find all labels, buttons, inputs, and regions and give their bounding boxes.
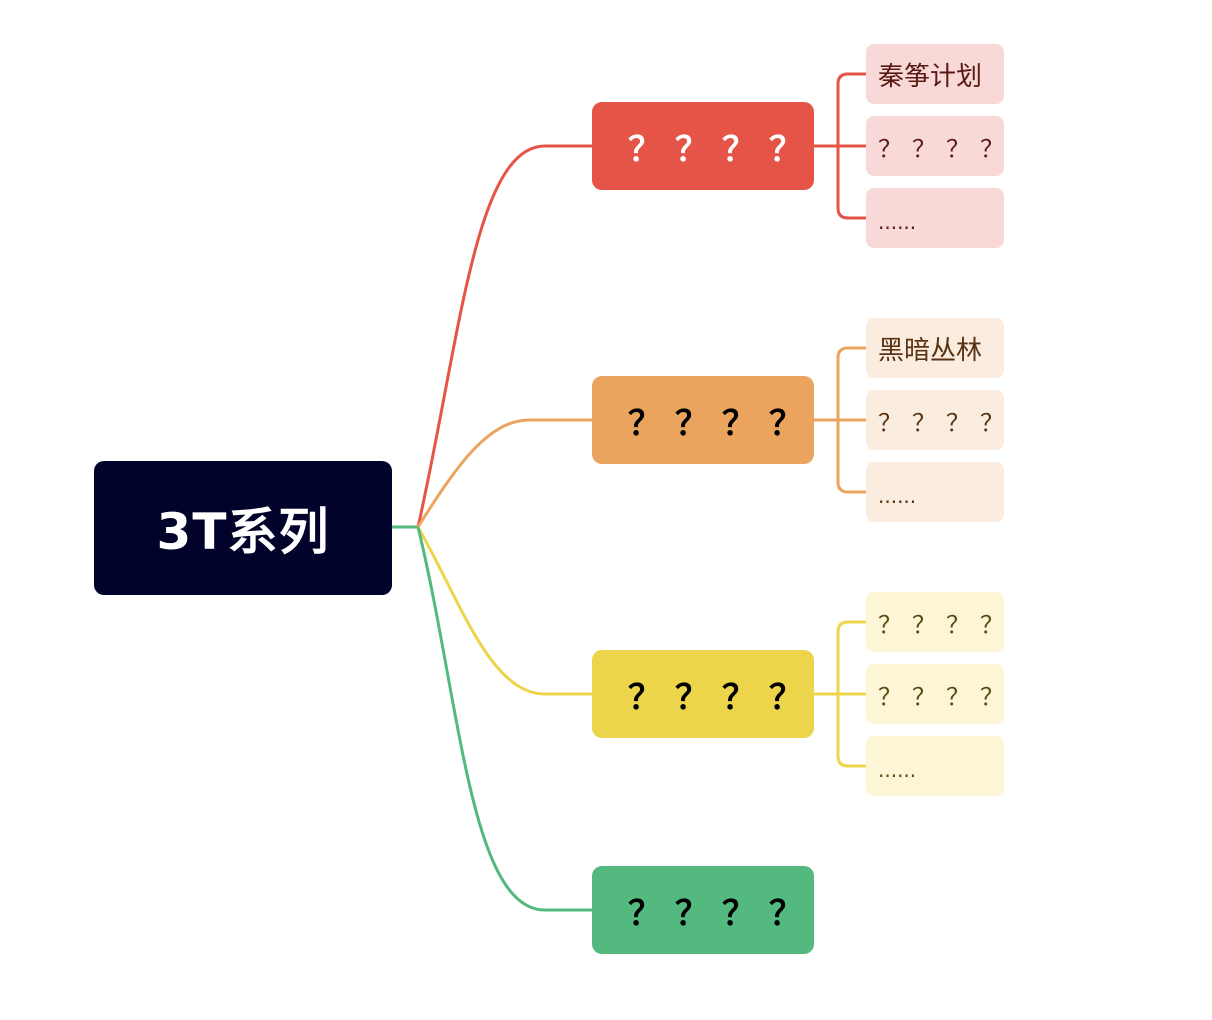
leaf-node[interactable]: ？？？？ <box>866 592 1004 652</box>
leaf-node[interactable]: 秦筝计划 <box>866 44 1004 104</box>
leaf-node[interactable]: 黑暗丛林 <box>866 318 1004 378</box>
leaf-node[interactable]: ...... <box>866 188 1004 248</box>
root-label: 3T系列 <box>156 503 330 561</box>
leaf-node[interactable]: ？？？？ <box>866 390 1004 450</box>
leaf-connectors-3 <box>814 620 866 768</box>
leaf-label: ？？？？ <box>878 610 1014 639</box>
leaf-label: ...... <box>878 210 917 234</box>
leaf-label: ...... <box>878 484 917 508</box>
branch-label: ？？？？ <box>628 403 816 444</box>
leaf-label: ？？？？ <box>878 408 1014 437</box>
leaf-node[interactable]: ...... <box>866 462 1004 522</box>
leaf-node[interactable]: ？？？？ <box>866 116 1004 176</box>
leaf-label: ...... <box>878 758 917 782</box>
branch-label: ？？？？ <box>628 893 816 934</box>
leaf-node[interactable]: ...... <box>866 736 1004 796</box>
branch-node-3[interactable]: ？？？？ <box>592 650 814 738</box>
branch-node-1[interactable]: ？？？？ <box>592 102 814 190</box>
leaf-label: 秦筝计划 <box>878 61 983 92</box>
leaf-connectors-1 <box>814 72 866 220</box>
leaf-label: 黑暗丛林 <box>878 335 983 366</box>
connector-branch-2 <box>416 418 592 528</box>
branch-label: ？？？？ <box>628 677 816 718</box>
leaf-label: ？？？？ <box>878 682 1014 711</box>
branch-label: ？？？？ <box>628 129 816 170</box>
root-node[interactable]: 3T系列 <box>94 461 392 595</box>
connector-branch-3 <box>416 526 592 696</box>
connector-branch-4 <box>416 526 592 912</box>
leaf-connectors-2 <box>814 346 866 494</box>
leaf-node[interactable]: ？？？？ <box>866 664 1004 724</box>
branch-node-4[interactable]: ？？？？ <box>592 866 814 954</box>
branch-node-2[interactable]: ？？？？ <box>592 376 814 464</box>
connector-branch-1 <box>416 144 592 528</box>
leaf-label: ？？？？ <box>878 134 1014 163</box>
